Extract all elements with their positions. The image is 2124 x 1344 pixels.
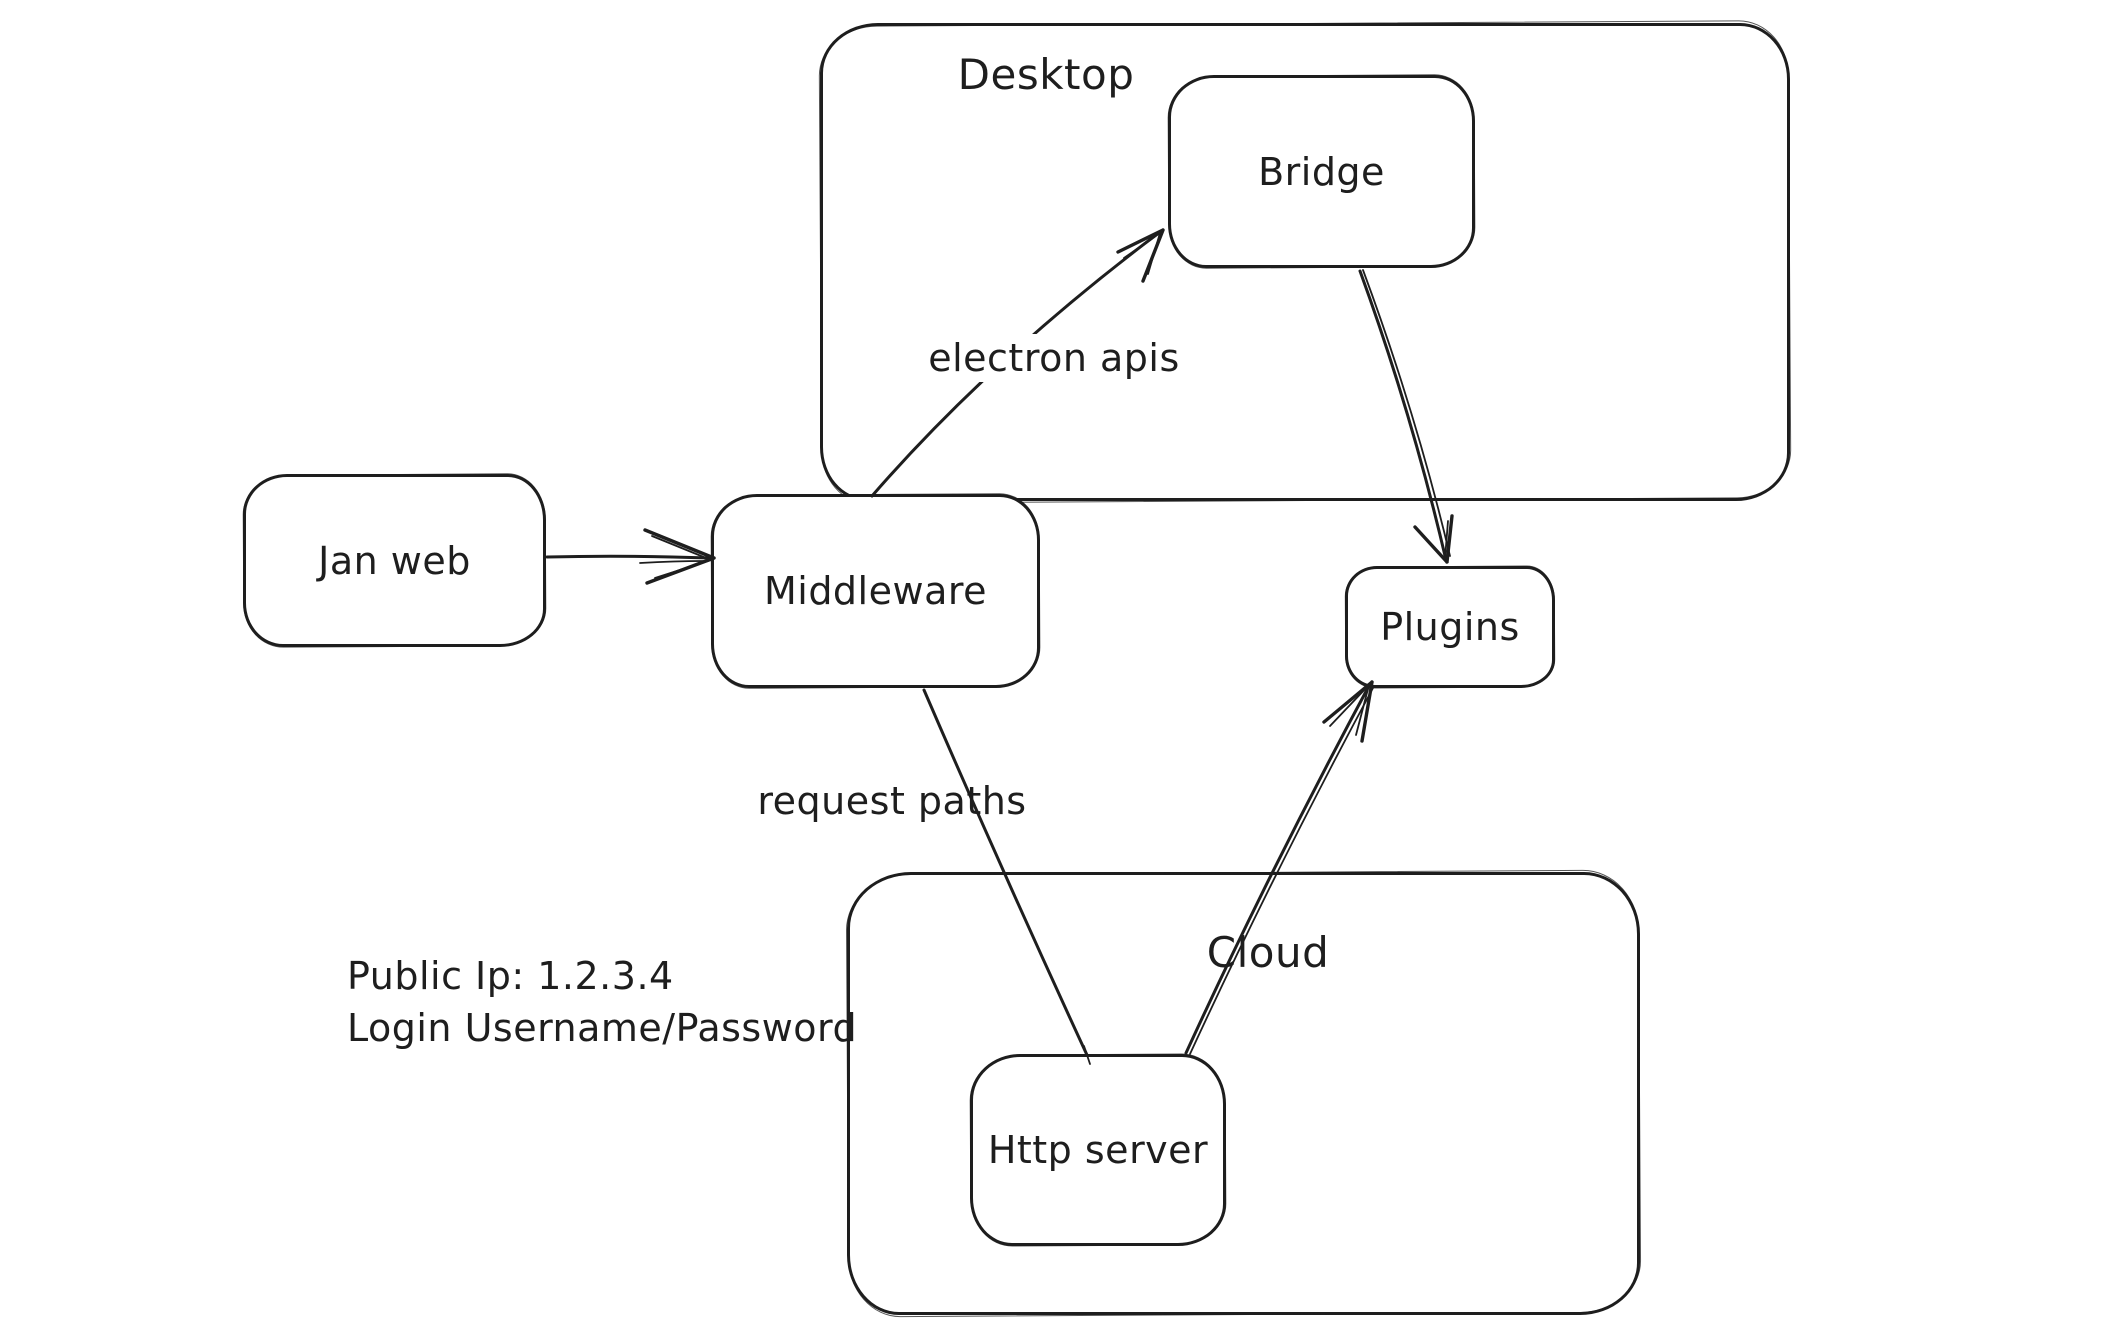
node-bridge-label: Bridge bbox=[1258, 149, 1385, 194]
node-http-server-label: Http server bbox=[987, 1128, 1209, 1172]
node-middleware-label: Middleware bbox=[763, 569, 988, 613]
arrowhead-middleware-left-sketch bbox=[651, 535, 712, 579]
node-plugins: Plugins bbox=[1345, 566, 1555, 688]
node-middleware: Middleware bbox=[711, 494, 1040, 688]
container-cloud-label: Cloud bbox=[1206, 928, 1330, 977]
edge-label-electron-apis: electron apis bbox=[914, 334, 1194, 382]
edge-jan-web-middleware bbox=[545, 554, 712, 560]
node-jan-web-label: Jan web bbox=[318, 538, 471, 583]
annotation-login: Login Username/Password bbox=[347, 1006, 858, 1050]
container-desktop-label: Desktop bbox=[957, 50, 1135, 99]
node-jan-web: Jan web bbox=[243, 474, 546, 647]
arrowhead-plugins-top-sketch bbox=[1419, 520, 1449, 560]
annotation-public-ip: Public Ip: 1.2.3.4 bbox=[347, 954, 674, 998]
node-plugins-label: Plugins bbox=[1380, 605, 1520, 649]
arrowhead-plugins-top bbox=[1413, 514, 1454, 564]
annotation-credentials: Public Ip: 1.2.3.4 Login Username/Passwo… bbox=[347, 950, 857, 1054]
edge-jan-web-middleware-sketch bbox=[639, 560, 705, 564]
arrowhead-plugins-bottom-sketch bbox=[1329, 684, 1370, 736]
edge-label-request-paths: request paths bbox=[757, 779, 1027, 823]
node-bridge: Bridge bbox=[1168, 75, 1475, 268]
arrowhead-plugins-bottom bbox=[1322, 680, 1374, 743]
container-desktop bbox=[820, 23, 1790, 501]
arrowhead-middleware-left bbox=[643, 528, 716, 585]
node-http-server: Http server bbox=[970, 1054, 1226, 1246]
